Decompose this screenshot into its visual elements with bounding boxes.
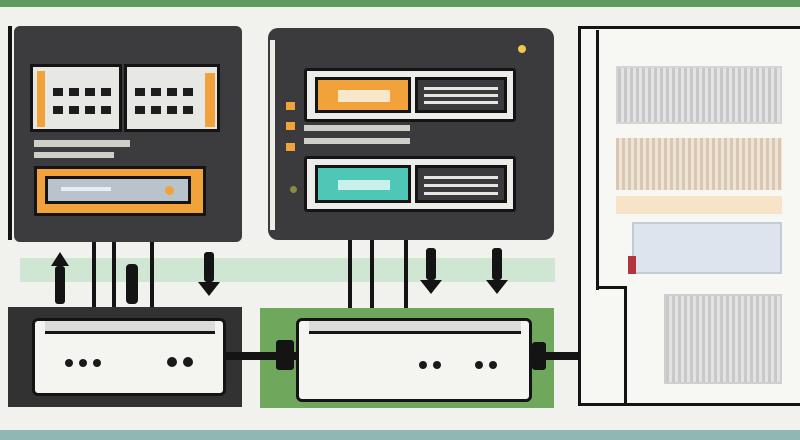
device-led [65, 359, 73, 367]
cabinet-shelf [616, 196, 782, 214]
device-led [419, 361, 427, 369]
cable [92, 242, 96, 308]
rack-module-upper [304, 68, 516, 122]
module-vent [415, 165, 507, 203]
module-screen-glare [338, 180, 390, 190]
device-led [475, 361, 483, 369]
device-led [93, 359, 101, 367]
rack-label-bar [304, 138, 410, 144]
vent-line [424, 184, 498, 187]
status-led-icon [286, 102, 295, 110]
network-switch-icon [296, 318, 532, 402]
vent-line [424, 101, 498, 104]
device-led [489, 361, 497, 369]
cable-plug [276, 340, 294, 370]
rack-left-edge [8, 26, 12, 240]
device-led [167, 357, 177, 367]
arrow-down-icon [486, 248, 508, 294]
cabinet-vent [664, 294, 782, 384]
drive-glare [61, 187, 111, 191]
cabinet-vent [616, 66, 782, 124]
cable [530, 352, 578, 360]
cabinet-vent [616, 138, 782, 190]
arrow-down-icon [198, 252, 220, 296]
device-led [79, 359, 87, 367]
device-top [309, 321, 521, 334]
module-screen-glare [338, 90, 390, 102]
bottom-teal-strip [0, 430, 800, 440]
network-switch-icon [32, 318, 226, 396]
cable [404, 240, 408, 308]
panel-slots [53, 81, 117, 100]
status-led-icon [518, 45, 526, 53]
cable [226, 352, 298, 360]
rack-panel-right [124, 64, 220, 132]
status-led-icon [286, 143, 295, 151]
device-led [183, 357, 193, 367]
cable-plug [532, 342, 546, 370]
rack-label-bar [34, 140, 130, 147]
rack-label-bar [304, 125, 410, 131]
module-vent [415, 77, 507, 113]
panel-slots [135, 81, 199, 100]
cabinet-inner-edge [596, 30, 599, 290]
rack-module-lower [304, 156, 516, 212]
cabinet-inner-edge [624, 286, 627, 406]
panel-slots [135, 99, 199, 118]
rack-label-bar [34, 152, 114, 158]
device-led [433, 361, 441, 369]
cable-plug [126, 264, 138, 304]
module-screen [315, 77, 411, 113]
rack-panel-left [30, 64, 122, 132]
panel-accent [37, 71, 45, 127]
rack-middle-edge [270, 40, 275, 230]
top-green-strip [0, 0, 800, 7]
status-led-icon [165, 186, 174, 195]
device-top [45, 321, 215, 334]
green-band [20, 258, 555, 282]
status-led-icon [290, 186, 297, 193]
cable [112, 242, 116, 308]
vent-line [424, 87, 498, 90]
status-led-icon [286, 122, 295, 130]
arrow-down-icon [420, 248, 442, 294]
vent-line [424, 176, 498, 179]
panel-accent [205, 73, 215, 127]
module-screen [315, 165, 411, 203]
cabinet-drawer [632, 222, 782, 274]
status-led-icon [628, 256, 636, 274]
cable [348, 240, 352, 308]
panel-slots [53, 99, 117, 118]
vent-line [424, 94, 498, 97]
vent-line [424, 192, 498, 195]
cable [150, 242, 154, 308]
cable [370, 240, 374, 308]
arrow-up-icon [51, 252, 69, 304]
drive-bay [34, 166, 206, 216]
cabinet-inner-edge [596, 286, 626, 289]
